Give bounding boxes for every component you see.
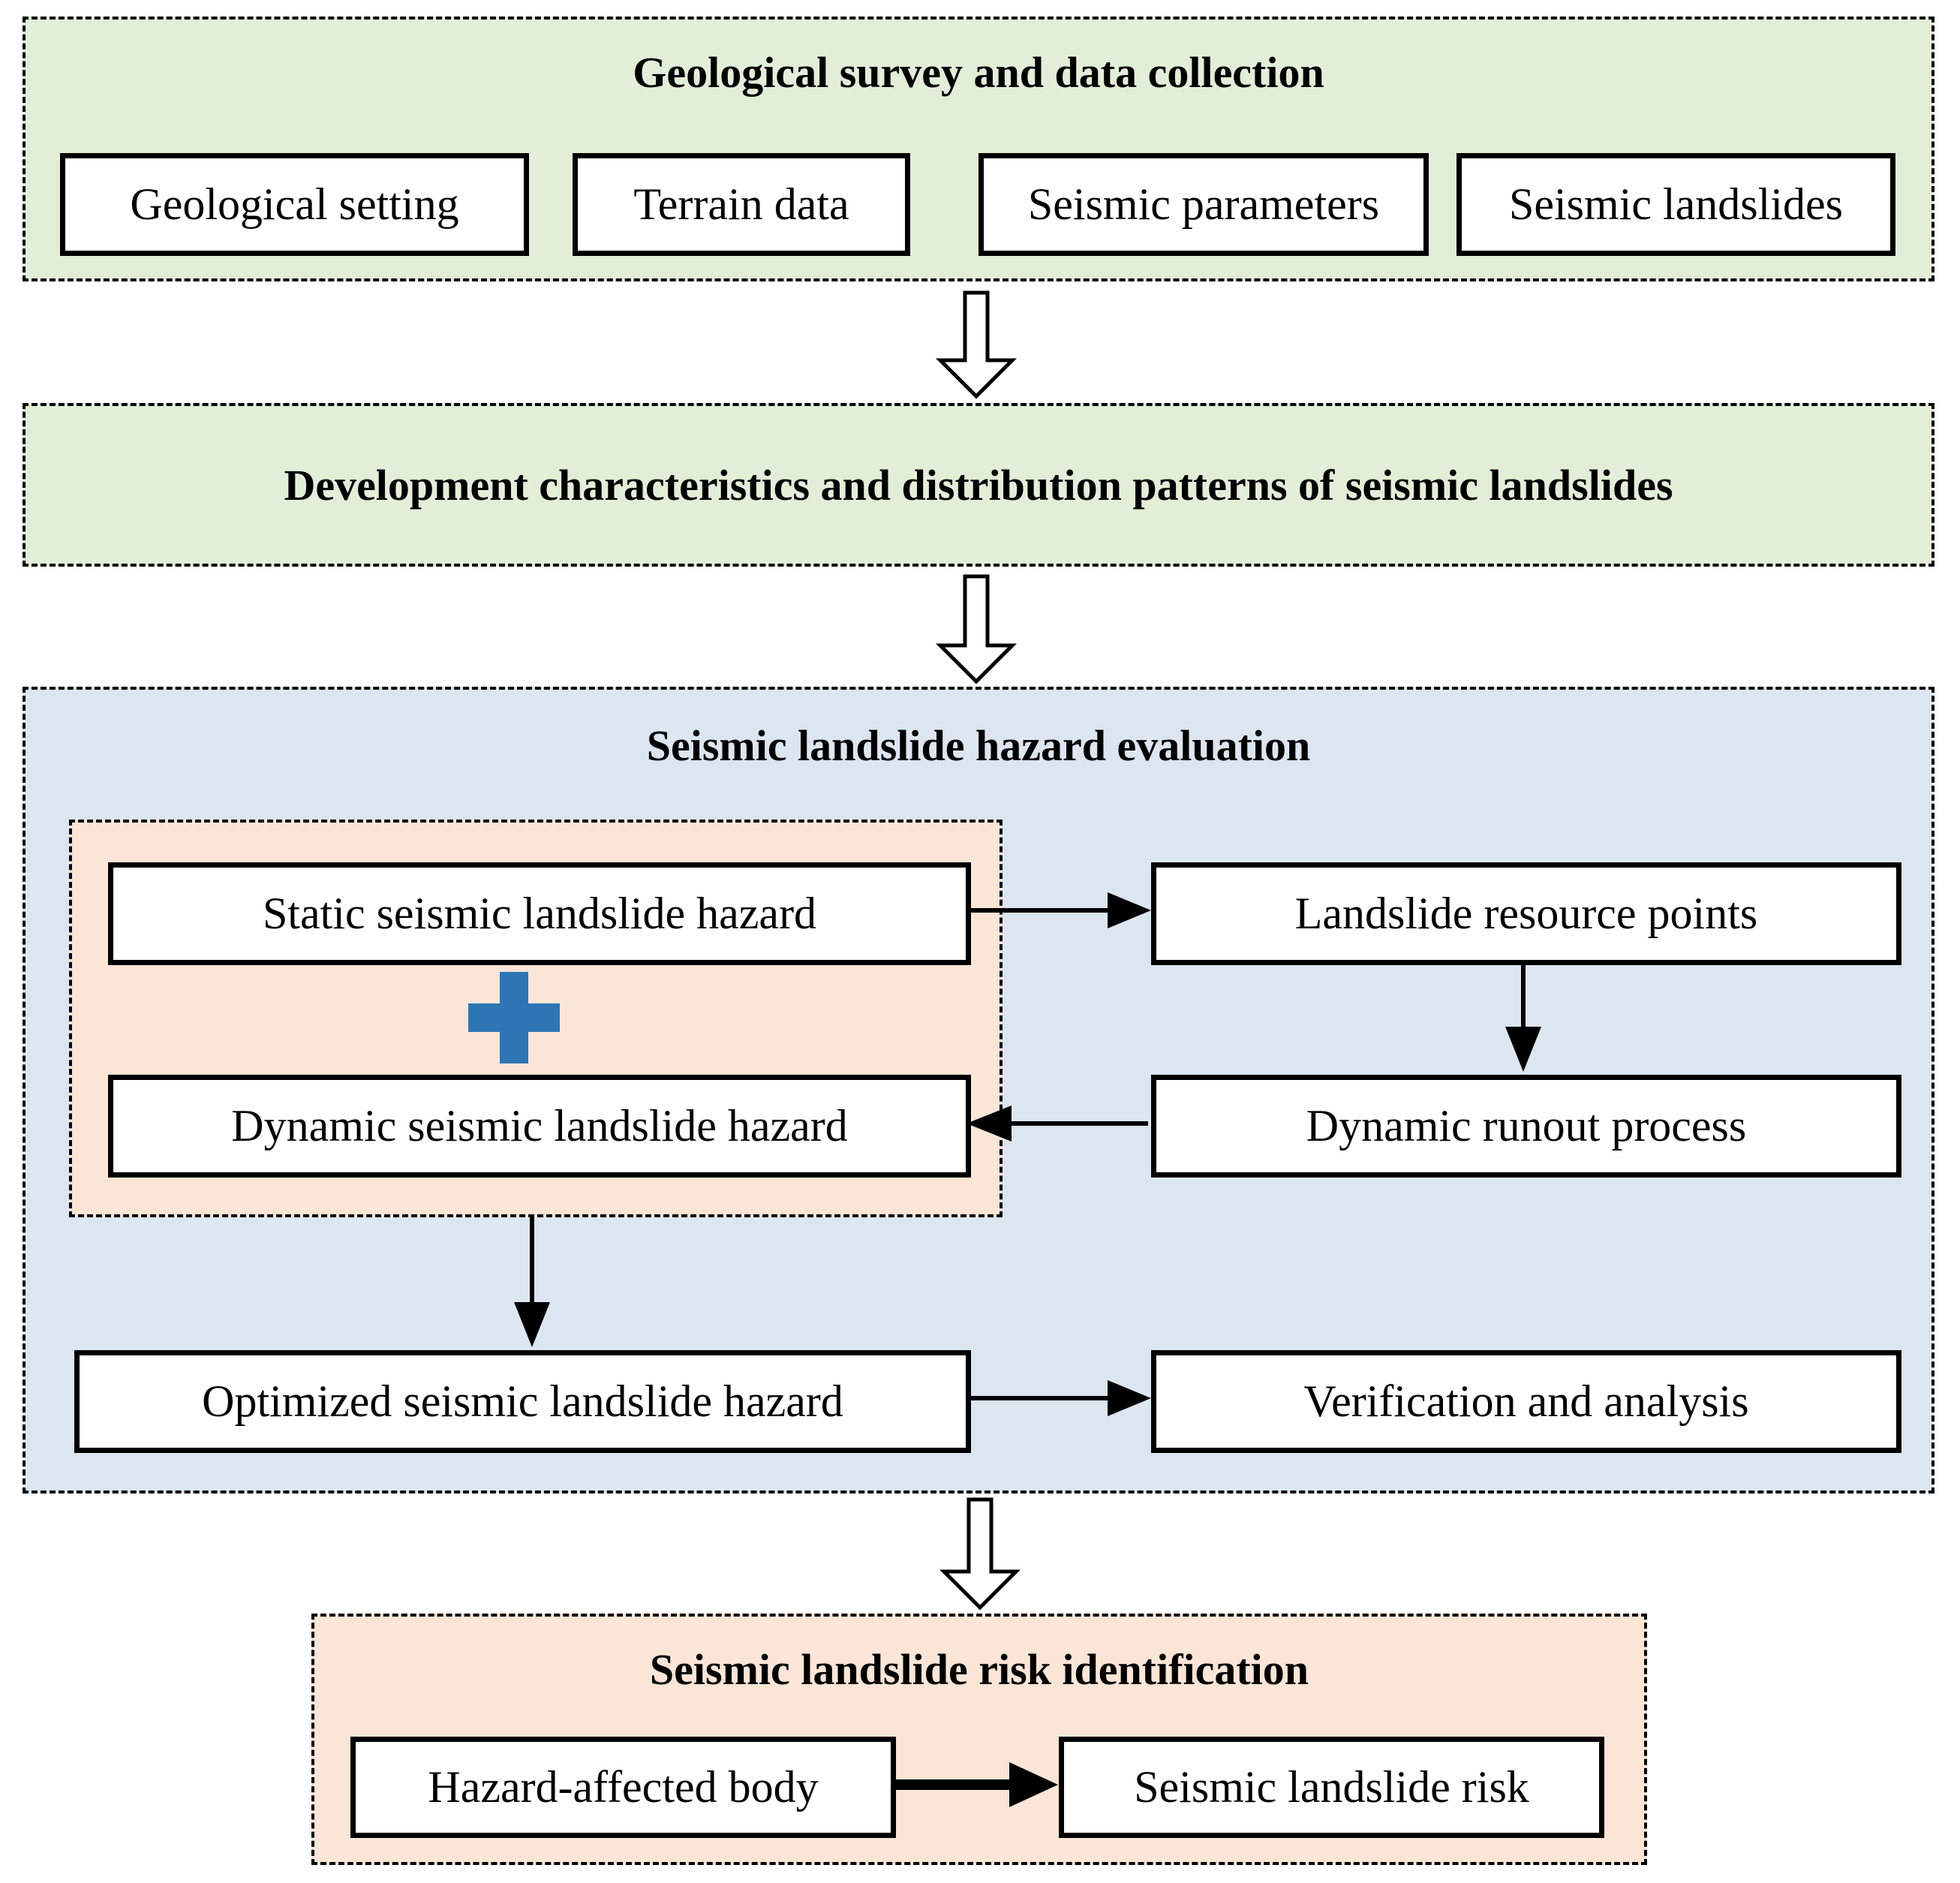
block-arrow-development-to-hazard-icon [935,574,1018,684]
section-risk-identification: Seismic landslide risk identification Ha… [311,1614,1647,1865]
box-terrain-data: Terrain data [573,153,910,256]
box-geological-setting: Geological setting [60,153,529,256]
section-hazard-evaluation: Seismic landslide hazard evaluation Stat… [23,687,1934,1493]
block-arrow-survey-to-development-icon [935,290,1018,399]
box-optimized-hazard: Optimized seismic landslide hazard [74,1350,971,1453]
box-static-hazard: Static seismic landslide hazard [108,862,971,965]
section-risk-identification-title: Seismic landslide risk identification [649,1645,1309,1694]
section-geological-survey: Geological survey and data collection Ge… [23,17,1934,281]
box-verification-analysis: Verification and analysis [1151,1350,1901,1453]
box-dynamic-runout-process: Dynamic runout process [1151,1075,1901,1178]
section-development-title: Development characteristics and distribu… [284,460,1673,510]
box-seismic-parameters: Seismic parameters [978,153,1429,256]
box-dynamic-hazard: Dynamic seismic landslide hazard [108,1075,971,1178]
section-hazard-evaluation-title: Seismic landslide hazard evaluation [646,721,1311,770]
box-landslide-resource-points: Landslide resource points [1151,862,1901,965]
block-arrow-hazard-to-risk-icon [939,1497,1021,1611]
box-seismic-landslides: Seismic landslides [1456,153,1895,256]
box-seismic-landslide-risk: Seismic landslide risk [1059,1737,1604,1838]
box-hazard-affected-body: Hazard-affected body [350,1737,896,1838]
section-geological-survey-title: Geological survey and data collection [633,48,1324,97]
section-development-characteristics: Development characteristics and distribu… [23,403,1934,567]
